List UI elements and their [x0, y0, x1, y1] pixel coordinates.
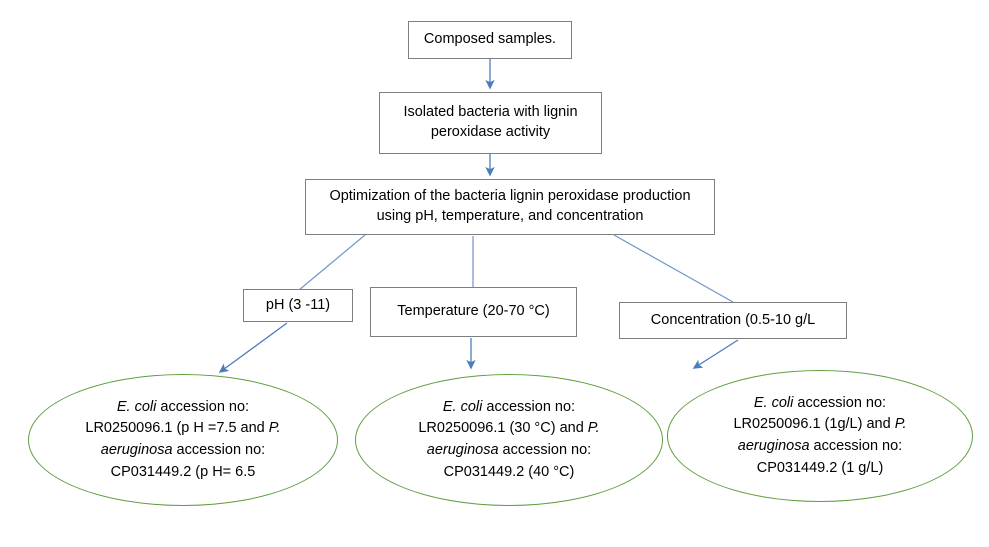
node-temperature-parameter-label: Temperature (20-70 °C) [397, 303, 550, 320]
edge-ph-param-to-ph-result [218, 322, 288, 373]
node-optimization-label: Optimization of the bacteria lignin pero… [329, 188, 691, 224]
edge-concentration-param-to-concentration-result [692, 339, 739, 369]
node-concentration-parameter[interactable]: Concentration (0.5-10 g/L [619, 302, 847, 339]
node-isolated-bacteria-label: Isolated bacteria with lignin peroxidase… [403, 104, 578, 140]
node-composed-samples[interactable]: Composed samples. [408, 21, 572, 59]
edge-optimization-to-concentration-param [613, 234, 734, 303]
node-ph-parameter-label: pH (3 -11) [265, 296, 331, 313]
node-ph-result-label: E. coli accession no:LR0250096.1 (p H =7… [85, 398, 281, 480]
node-temperature-result[interactable]: E. coli accession no:LR0250096.1 (30 °C)… [355, 374, 663, 506]
edge-optimization-to-ph-param [298, 234, 366, 291]
node-ph-result[interactable]: E. coli accession no:LR0250096.1 (p H =7… [28, 374, 338, 506]
node-optimization[interactable]: Optimization of the bacteria lignin pero… [305, 179, 715, 235]
node-temperature-result-label: E. coli accession no:LR0250096.1 (30 °C)… [418, 398, 600, 480]
node-concentration-result-label: E. coli accession no:LR0250096.1 (1g/L) … [733, 394, 907, 476]
node-ph-parameter[interactable]: pH (3 -11) [243, 289, 353, 322]
node-composed-samples-label: Composed samples. [423, 31, 557, 48]
node-isolated-bacteria[interactable]: Isolated bacteria with lignin peroxidase… [379, 92, 602, 154]
node-temperature-parameter[interactable]: Temperature (20-70 °C) [370, 287, 577, 337]
node-concentration-result[interactable]: E. coli accession no:LR0250096.1 (1g/L) … [667, 370, 973, 502]
node-concentration-parameter-label: Concentration (0.5-10 g/L [650, 311, 816, 328]
